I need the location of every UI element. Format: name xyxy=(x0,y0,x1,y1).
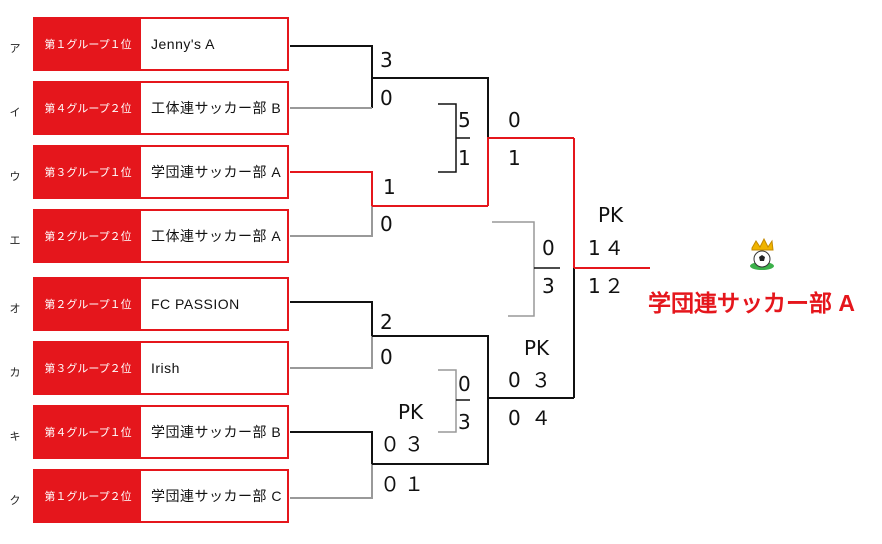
bracket-line xyxy=(487,137,574,206)
pk-score: ３ xyxy=(404,432,424,456)
pk-label: PK xyxy=(398,400,424,424)
score: ０ xyxy=(380,472,400,496)
soccer-ball-crown-icon xyxy=(748,237,776,272)
team-group-badge: 第３グループ１位 xyxy=(35,147,141,197)
team-box: 第４グループ２位 工体連サッカー部 B xyxy=(33,81,289,135)
team-name: 学団連サッカー部 B xyxy=(151,424,282,440)
score: 0 xyxy=(458,372,471,396)
team-label-i: イ xyxy=(9,107,21,119)
team-box: 第２グループ１位 FC PASSION xyxy=(33,277,289,331)
team-name: 学団連サッカー部 C xyxy=(151,488,282,504)
team-group-badge: 第１グループ１位 xyxy=(35,19,141,69)
bracket-line xyxy=(438,103,457,173)
score: 0 xyxy=(380,212,393,236)
score: 0 xyxy=(542,236,555,260)
team-name: FC PASSION xyxy=(151,296,240,312)
team-label-u: ウ xyxy=(9,171,21,183)
team-label-o: オ xyxy=(9,303,21,315)
team-name: 工体連サッカー部 B xyxy=(151,100,282,116)
bracket-line xyxy=(290,464,373,499)
pk-score: ２ xyxy=(604,274,624,298)
pk-label: PK xyxy=(598,203,624,227)
score: 3 xyxy=(542,274,555,298)
bracket-line xyxy=(290,45,373,108)
score: 0 xyxy=(380,86,393,110)
team-box: 第１グループ１位 Jenny's A xyxy=(33,17,289,71)
score: 1 xyxy=(508,146,521,170)
score: 0 xyxy=(508,406,521,430)
champion-name: 学団連サッカー部 A xyxy=(648,290,855,316)
team-label-a: ア xyxy=(9,43,21,55)
score: ０ xyxy=(380,432,400,456)
score: 1 xyxy=(588,236,601,260)
team-box: 第４グループ１位 学団連サッカー部 B xyxy=(33,405,289,459)
team-label-ki: キ xyxy=(9,431,21,443)
score: 1 xyxy=(458,146,471,170)
team-box: 第２グループ２位 工体連サッカー部 A xyxy=(33,209,289,263)
bracket-line xyxy=(290,206,373,237)
pk-label: PK xyxy=(524,336,550,360)
pk-score: ４ xyxy=(531,406,551,430)
team-name: 工体連サッカー部 A xyxy=(151,228,282,244)
team-box: 第３グループ１位 学団連サッカー部 A xyxy=(33,145,289,199)
score: 1 xyxy=(588,274,601,298)
score: 0 xyxy=(508,108,521,132)
bracket-line xyxy=(438,369,457,433)
team-group-badge: 第４グループ２位 xyxy=(35,83,141,133)
team-name: Irish xyxy=(151,360,180,376)
bracket-line xyxy=(372,398,489,465)
score: 0 xyxy=(380,345,393,369)
bracket-line xyxy=(290,336,373,369)
team-box: 第１グループ２位 学団連サッカー部 C xyxy=(33,469,289,523)
bracket-line xyxy=(290,171,373,206)
bracket-line xyxy=(290,431,373,464)
score: 3 xyxy=(380,48,393,72)
team-group-badge: 第４グループ１位 xyxy=(35,407,141,457)
bracket-line xyxy=(492,221,535,317)
team-label-e: エ xyxy=(9,235,21,247)
pk-score: ３ xyxy=(531,368,551,392)
team-group-badge: 第３グループ２位 xyxy=(35,343,141,393)
score: 5 xyxy=(458,108,471,132)
pk-score: １ xyxy=(404,472,424,496)
team-label-ku: ク xyxy=(9,495,21,507)
pk-score: ４ xyxy=(604,236,624,260)
bracket-line xyxy=(290,301,373,336)
bracket-line xyxy=(372,335,489,398)
score: 0 xyxy=(508,368,521,392)
team-group-badge: 第２グループ１位 xyxy=(35,279,141,329)
team-group-badge: 第２グループ２位 xyxy=(35,211,141,261)
team-label-ka: カ xyxy=(9,367,21,379)
score: 1 xyxy=(383,175,396,199)
team-group-badge: 第１グループ２位 xyxy=(35,471,141,521)
team-name: 学団連サッカー部 A xyxy=(151,164,282,180)
score: 2 xyxy=(380,310,393,334)
team-name: Jenny's A xyxy=(151,36,215,52)
score: 3 xyxy=(458,410,471,434)
team-box: 第３グループ２位 Irish xyxy=(33,341,289,395)
